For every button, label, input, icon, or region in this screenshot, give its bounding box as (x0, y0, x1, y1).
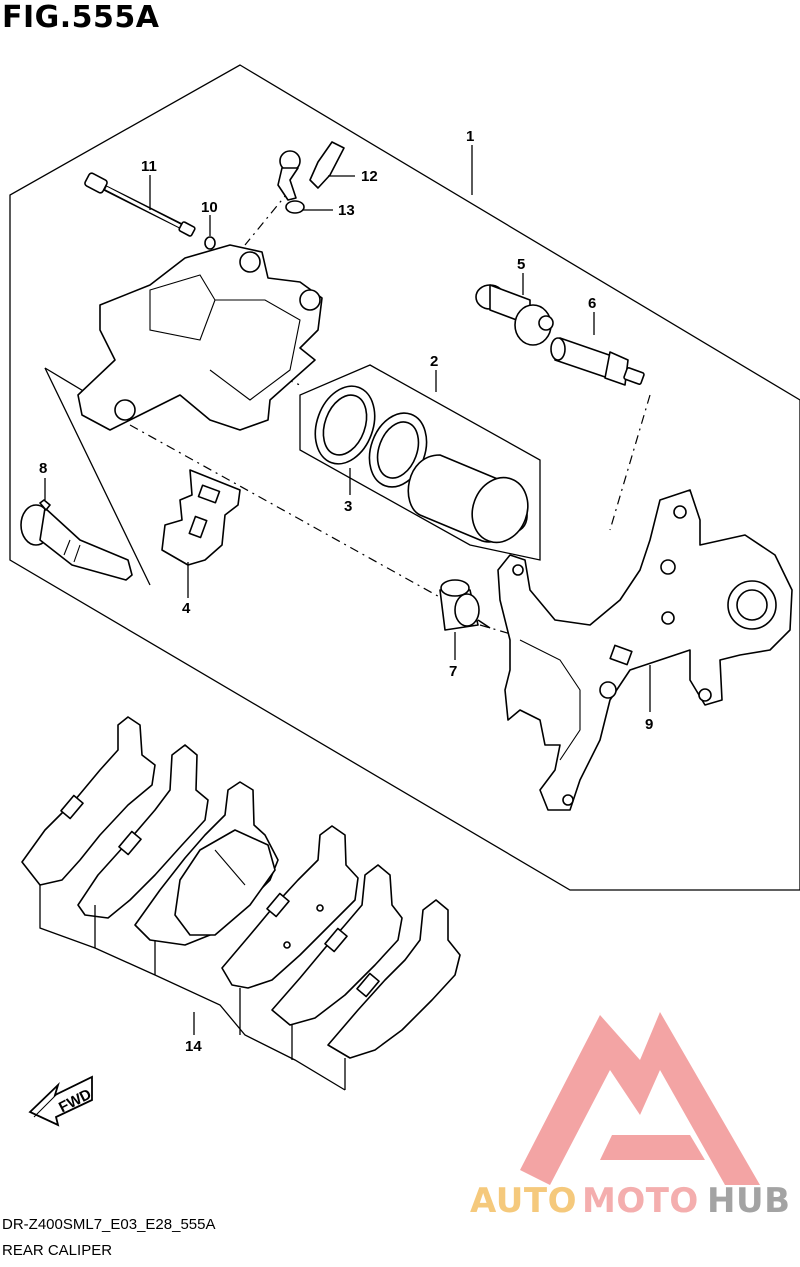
callout-4: 4 (182, 600, 191, 617)
piston-part (407, 454, 529, 544)
callout-3: 3 (344, 498, 352, 515)
model-code: DR-Z400SML7_E03_E28_555A (2, 1216, 216, 1233)
pad-spring-part (161, 469, 241, 566)
callout-leaders (44, 145, 651, 1035)
figure-name: REAR CALIPER (2, 1242, 113, 1259)
callout-12: 12 (361, 168, 378, 185)
callout-7: 7 (449, 663, 457, 680)
caliper-bracket-part (497, 489, 793, 811)
boot-part (439, 579, 491, 631)
piston-seal-part (314, 385, 428, 488)
washer-part (204, 236, 216, 250)
callout-9: 9 (645, 716, 653, 733)
pad-set-bracket (39, 885, 346, 1091)
callout-11: 11 (141, 158, 157, 175)
caliper-body-part (77, 244, 323, 431)
callout-2: 2 (430, 353, 438, 370)
callout-14: 14 (185, 1038, 202, 1055)
fwd-arrow-icon: FWD (28, 1075, 94, 1127)
bleeder-pin-part (84, 172, 196, 237)
assembly-outline (9, 64, 800, 891)
sleeve-boot-part (475, 284, 554, 346)
callout-8: 8 (39, 460, 47, 477)
figure-title: FIG.555A (2, 0, 160, 35)
piston-set-box (299, 364, 541, 561)
axis-line-d (244, 189, 291, 246)
slide-pin-part (550, 337, 645, 386)
logo-auto: AUTO (470, 1181, 577, 1221)
callout-1: 1 (466, 128, 474, 145)
caliper-pin-part (20, 499, 133, 581)
callout-5: 5 (517, 256, 525, 273)
logo-moto: MOTO (582, 1181, 699, 1221)
logo-hub: HUB (707, 1181, 790, 1221)
callout-6: 6 (588, 295, 596, 312)
callout-10: 10 (201, 199, 218, 216)
callout-13: 13 (338, 202, 355, 219)
axis-line-c (609, 394, 651, 531)
bleeder-screw-part (277, 141, 345, 214)
pin-8-bracket (44, 367, 151, 586)
brake-pad-set-part (21, 716, 461, 1059)
automotohub-logo: AUTO MOTO HUB (470, 1012, 790, 1221)
axis-line-a (129, 424, 446, 601)
